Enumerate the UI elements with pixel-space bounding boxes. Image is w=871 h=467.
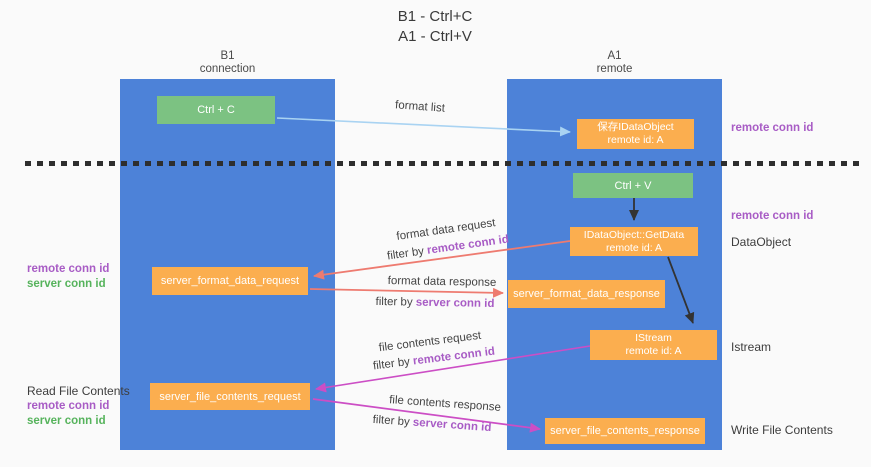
server-file-contents-request-box: server_file_contents_request [150, 383, 310, 410]
filter-by-text: filter by [372, 413, 414, 429]
ctrl-v-label: Ctrl + V [614, 179, 652, 192]
server-file-contents-response-box: server_file_contents_response [545, 418, 705, 444]
lane-b1-role: connection [199, 63, 256, 75]
istream-box: IStream remote id: A [590, 330, 717, 360]
lane-b1-name: B1 [220, 50, 235, 62]
ctrl-c-box: Ctrl + C [157, 96, 275, 124]
lane-header-a1: A1 remote [507, 50, 722, 76]
ctrl-v-box: Ctrl + V [573, 173, 693, 198]
istream-line2: remote id: A [625, 345, 682, 357]
server-format-data-response-box: server_format_data_response [508, 280, 665, 308]
ctrl-c-label: Ctrl + C [197, 104, 235, 116]
right-dataobject-label: DataObject [731, 235, 792, 249]
file-contents-response-label: file contents response [388, 394, 502, 414]
title-line-2: A1 - Ctrl+V [398, 28, 472, 45]
remote-conn-id-text: remote conn id [412, 345, 496, 368]
save-dataobject-box: 保存IDataObject remote id: A [577, 119, 694, 149]
server-format-data-response-label: server_format_data_response [513, 288, 660, 300]
save-dataobject-line2: remote id: A [607, 134, 664, 146]
istream-line1: IStream [635, 332, 672, 344]
lane-a1-role: remote [596, 63, 633, 75]
left-remote-conn-id-bottom: remote conn id [27, 400, 110, 412]
idataobject-getdata-box: IDataObject::GetData remote id: A [570, 227, 698, 256]
server-format-data-request-label: server_format_data_request [160, 275, 300, 287]
filter-by-text: filter by [372, 355, 414, 373]
right-remote-conn-id-top: remote conn id [731, 122, 814, 134]
right-remote-conn-id-mid: remote conn id [731, 210, 814, 222]
format-data-response-arrow [309, 287, 504, 298]
server-file-contents-request-label: server_file_contents_request [159, 390, 301, 403]
left-remote-conn-id-top: remote conn id [27, 263, 110, 275]
file-contents-response-filter-label: filter by server conn id [372, 414, 491, 434]
title-line-1: B1 - Ctrl+C [397, 8, 473, 25]
save-dataobject-line1: 保存IDataObject [597, 121, 674, 133]
right-istream-label: Istream [731, 340, 772, 354]
left-read-file-contents-label: Read File Contents [27, 384, 130, 398]
lane-a1-name: A1 [607, 50, 622, 62]
phase-separator-dashed-line [25, 161, 863, 166]
filter-by-text: filter by [375, 295, 416, 309]
server-conn-id-text: server conn id [412, 416, 492, 435]
getdata-line1: IDataObject::GetData [583, 228, 685, 241]
format-data-response-label: format data response [387, 275, 497, 289]
left-server-conn-id-bottom: server conn id [27, 415, 106, 427]
format-list-label: format list [394, 99, 446, 115]
getdata-line2: remote id: A [605, 241, 663, 254]
lane-header-b1: B1 connection [120, 50, 335, 76]
filter-by-text: filter by [386, 244, 428, 263]
format-data-response-filter-label: filter by server conn id [375, 296, 494, 310]
server-conn-id-text: server conn id [415, 296, 495, 311]
left-server-conn-id-top: server conn id [27, 278, 106, 290]
diagram-title: B1 - Ctrl+C A1 - Ctrl+V [315, 7, 555, 47]
right-write-file-contents-label: Write File Contents [731, 423, 833, 437]
server-format-data-request-box: server_format_data_request [152, 267, 308, 295]
server-file-contents-response-label: server_file_contents_response [550, 425, 700, 437]
